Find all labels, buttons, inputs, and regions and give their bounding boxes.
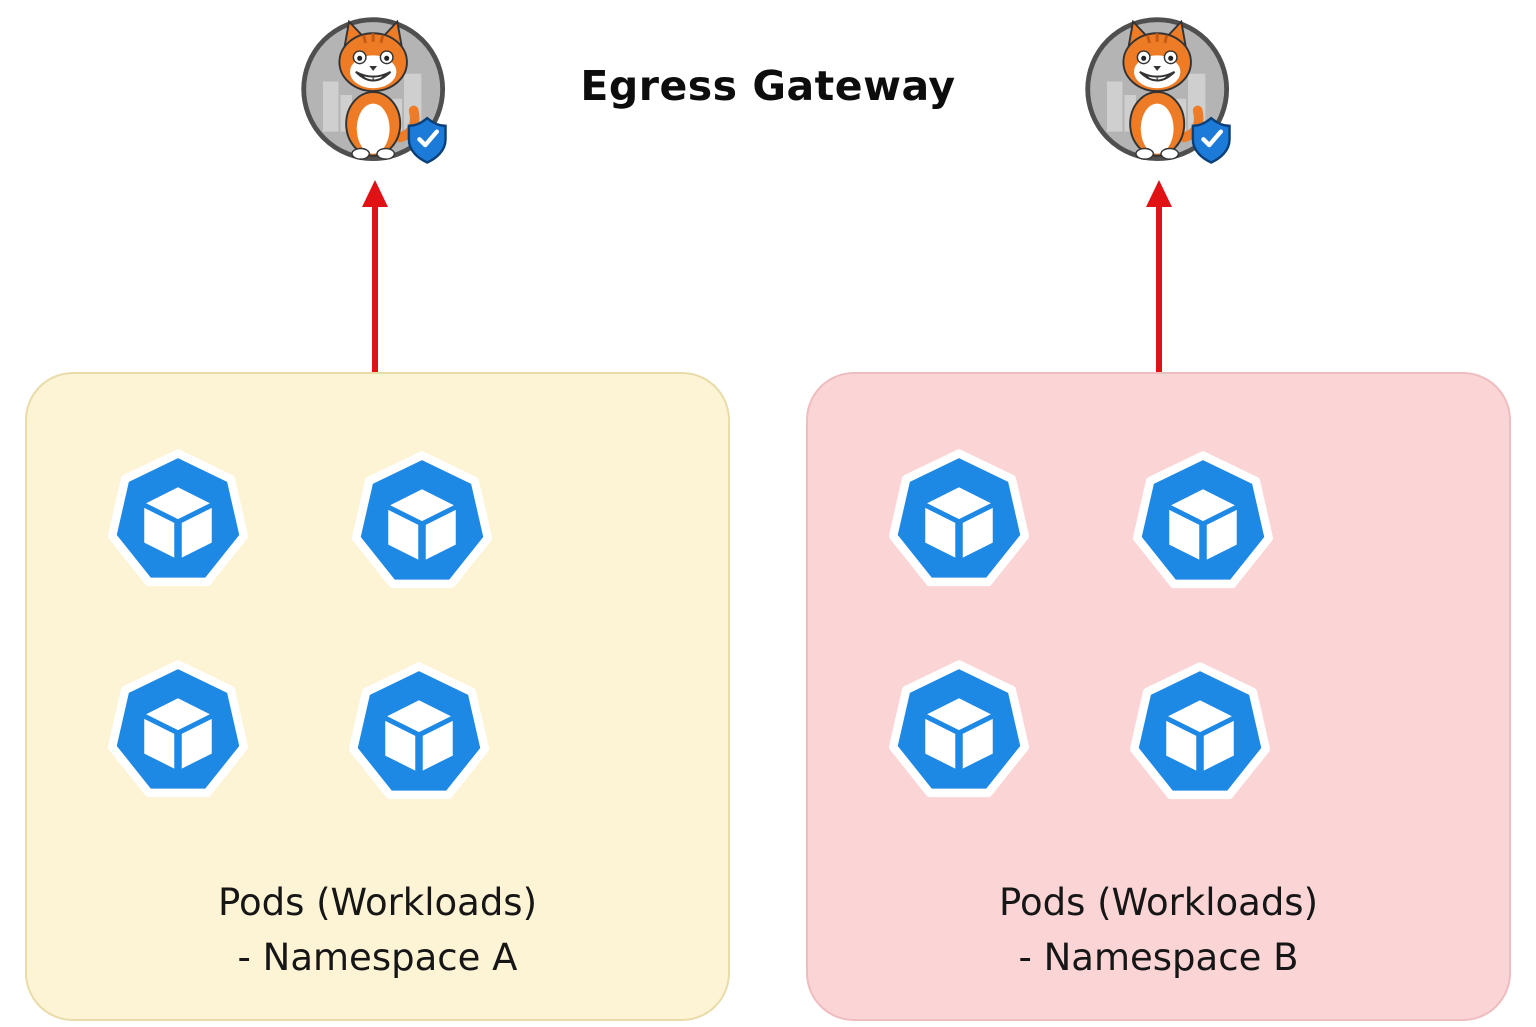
pod-icon xyxy=(103,657,253,807)
calico-cat-icon xyxy=(296,12,460,176)
arrow-namespace-a-to-gateway xyxy=(353,178,397,376)
namespace-a-label: Pods (Workloads) - Namespace A xyxy=(27,876,728,986)
namespace-b-label: Pods (Workloads) - Namespace B xyxy=(808,876,1509,986)
egress-gateway-icon-a xyxy=(296,12,460,176)
pod-icon xyxy=(347,448,497,598)
arrow-namespace-b-to-gateway xyxy=(1137,178,1181,376)
namespace-b-box: Pods (Workloads) - Namespace B xyxy=(806,372,1511,1021)
pod-icon xyxy=(884,657,1034,807)
namespace-a-label-line1: Pods (Workloads) xyxy=(217,881,538,924)
calico-cat-icon xyxy=(1080,12,1244,176)
pod-icon xyxy=(1125,659,1275,809)
egress-gateway-icon-b xyxy=(1080,12,1244,176)
pod-icon xyxy=(1128,448,1278,598)
namespace-b-label-line2: - Namespace B xyxy=(1018,935,1299,979)
pod-icon xyxy=(103,446,253,596)
namespace-b-label-line1: Pods (Workloads) xyxy=(998,881,1319,924)
namespace-a-label-line2: - Namespace A xyxy=(237,935,518,979)
diagram-title: Egress Gateway xyxy=(580,62,956,110)
namespace-a-box: Pods (Workloads) - Namespace A xyxy=(25,372,730,1021)
pod-icon xyxy=(344,659,494,809)
pod-icon xyxy=(884,446,1034,596)
